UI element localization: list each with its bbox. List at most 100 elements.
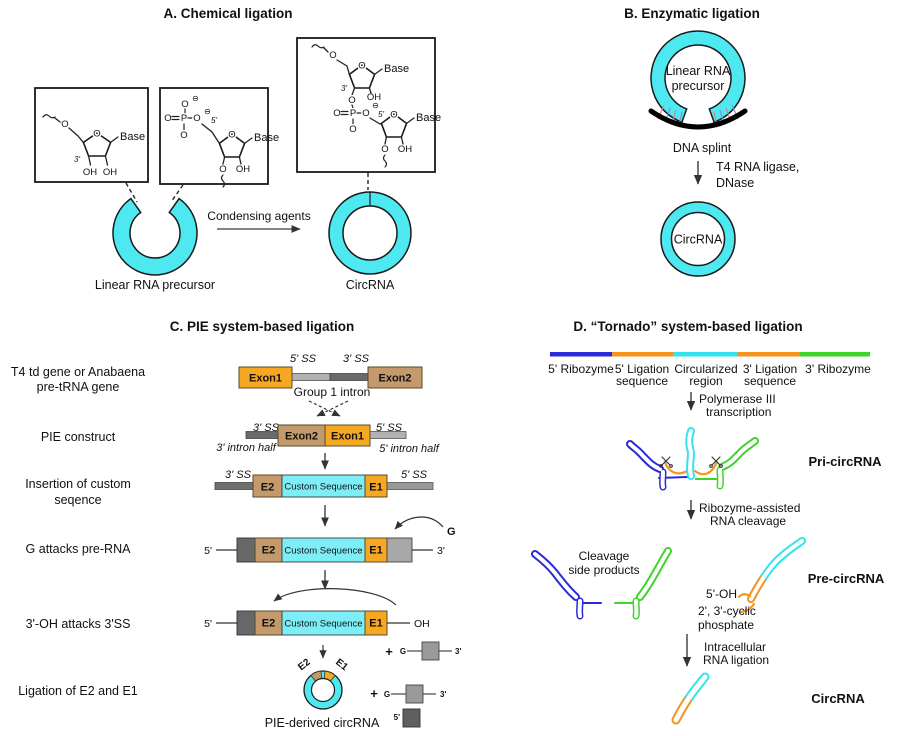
prime-label: 5' xyxy=(204,618,212,630)
condensing-agents-label: Condensing agents xyxy=(207,209,310,223)
segment-label: 5' Ligation xyxy=(615,362,669,376)
intron-end-box xyxy=(236,537,256,563)
squiggle-bond xyxy=(311,44,325,49)
atom-label: O xyxy=(228,130,235,141)
exon2-label: Exon2 xyxy=(285,431,318,443)
atom-label: O xyxy=(381,144,388,155)
pie-circrna-ring-inner xyxy=(310,677,336,703)
intron-half-label: 3' intron half xyxy=(216,442,277,454)
prime-label: 5' xyxy=(211,116,217,125)
segment-label: Circularized xyxy=(674,362,737,376)
custom-sequence-label: Custom Sequence xyxy=(284,482,362,493)
hairpin-interior xyxy=(749,539,804,601)
pre-circrna-structure xyxy=(737,537,806,614)
intron-5ss-bar xyxy=(291,373,331,381)
segment-label: region xyxy=(689,374,722,388)
double-bond xyxy=(171,115,180,121)
atom-label: O xyxy=(358,61,365,72)
guanosine-label: G xyxy=(447,526,456,538)
pie-circrna-row: E2 E1 PIE-derived circRNA + G 3' 5' xyxy=(265,657,447,730)
bond-line xyxy=(54,117,85,144)
atom-label: O xyxy=(362,108,369,119)
intron-end-box xyxy=(386,537,413,563)
swap-arrow xyxy=(308,400,341,417)
atom-label: O xyxy=(164,113,171,124)
pie-circrna-label: PIE-derived circRNA xyxy=(265,716,380,730)
intron-half5-bar xyxy=(369,431,407,439)
structure-box xyxy=(34,87,149,183)
bond-line xyxy=(373,68,383,76)
circrna-label: CircRNA xyxy=(811,691,865,706)
e2-label: E2 xyxy=(262,618,275,630)
hairpin-interior xyxy=(628,429,757,489)
panel-chemical-ligation: A. Chemical ligation O O Base 3' OH OH O… xyxy=(34,6,441,292)
intron-half3-bar xyxy=(245,431,279,439)
dna-splint-label: DNA splint xyxy=(673,141,732,155)
ribose-ring xyxy=(348,64,376,89)
circrna-label: CircRNA xyxy=(674,233,723,247)
hairpin-interior xyxy=(533,549,670,618)
panel-d-title: D. “Tornado” system-based ligation xyxy=(573,319,802,334)
nucleotide-diol-structure: O O Base 3' OH OH xyxy=(34,87,149,183)
panel-pie-ligation: C. PIE system-based ligation T4 td gene … xyxy=(11,319,462,730)
intron-half-label: 5' intron half xyxy=(379,443,440,455)
prime-label: 5' xyxy=(204,545,212,557)
bond-line xyxy=(368,87,372,94)
double-bond xyxy=(340,110,349,116)
g-attack-arrow xyxy=(394,516,444,530)
step-label: Ribozyme-assisted xyxy=(699,501,800,515)
e1-label: E1 xyxy=(369,618,382,630)
released-intron-box xyxy=(421,641,440,661)
bond-line xyxy=(87,155,109,166)
splice-site-label: 5' SS xyxy=(401,469,428,481)
intron-end-box xyxy=(236,610,256,636)
custom-insert-row: 3' SS 5' SS E2 Custom Sequence E1 xyxy=(214,469,434,498)
plus-sign: + xyxy=(370,686,378,701)
enzyme-label-line1: T4 RNA ligase, xyxy=(716,160,799,174)
circrna-ring-inner xyxy=(342,205,398,261)
splice-site-label: 5' SS xyxy=(290,353,317,365)
circrna-ring-inner xyxy=(670,211,726,267)
segment-label: sequence xyxy=(744,374,796,388)
dna-splint-arc xyxy=(648,108,748,130)
base-label: Base xyxy=(254,132,279,144)
step-label: pre-tRNA gene xyxy=(37,380,120,394)
atom-label: OH xyxy=(367,92,381,103)
circrna-label: CircRNA xyxy=(346,278,395,292)
scissors-icon xyxy=(709,456,723,468)
linear-rna-label-line2: precursor xyxy=(672,79,725,93)
splice-site-label: 3' SS xyxy=(253,422,280,434)
atom-label: OH xyxy=(83,167,97,178)
atom-label: O xyxy=(181,99,188,110)
circularized-segment xyxy=(673,352,737,357)
pri-circrna-label: Pri-circRNA xyxy=(809,454,883,469)
exon1-box xyxy=(324,424,371,447)
splice-site-label: 3' SS xyxy=(343,353,370,365)
charge-label: ⊖ xyxy=(372,101,379,110)
g-attack-row: 5' 3' E2 Custom Sequence E1 G xyxy=(204,516,456,563)
atom-label: O xyxy=(329,50,336,61)
custom-sequence-label: Custom Sequence xyxy=(284,546,362,557)
tornado-construct-bar xyxy=(550,352,870,357)
prime-label: 3' xyxy=(341,84,347,93)
enzyme-label-line2: DNase xyxy=(716,176,754,190)
dinucleotide-structure: O O Base 3' O OH O P O ⊖ O 5' O Base xyxy=(296,37,441,173)
e2-label: E2 xyxy=(262,545,275,557)
step-label: Polymerase III xyxy=(699,392,776,406)
prime-label: 3' xyxy=(437,545,445,557)
step-label: Intracellular xyxy=(704,640,766,654)
oh-attack-arrow xyxy=(273,588,397,606)
ribose-ring xyxy=(82,132,112,157)
atom-label: P xyxy=(350,108,356,119)
panel-b-title: B. Enzymatic ligation xyxy=(624,6,760,21)
panel-a-title: A. Chemical ligation xyxy=(163,6,292,21)
squiggle-bond xyxy=(220,174,226,188)
atom-label: O xyxy=(193,113,200,124)
cyclic-phosphate-label: 2', 3'-cyclic xyxy=(698,604,756,618)
atom-label: O xyxy=(180,130,187,141)
e2-label: E2 xyxy=(296,657,313,673)
plus-sign: + xyxy=(385,644,393,659)
atom-label: OH xyxy=(236,164,250,175)
